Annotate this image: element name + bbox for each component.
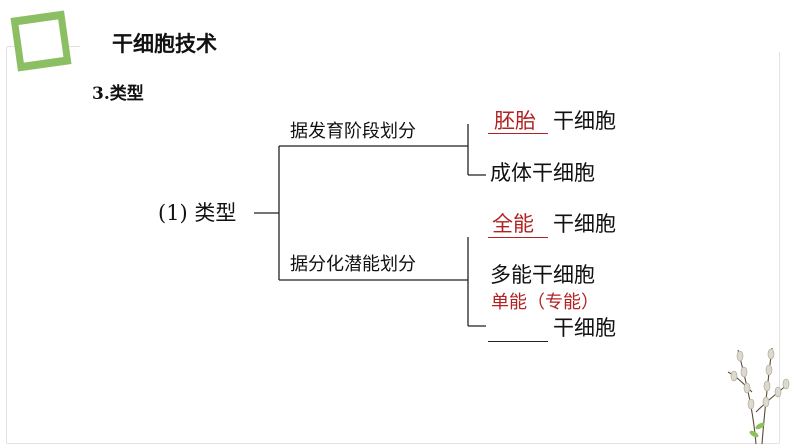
page-title: 干细胞技术 bbox=[112, 32, 217, 56]
totipotent-answer: 全能 bbox=[492, 212, 534, 236]
branch-development-stage-label: 据发育阶段划分 bbox=[290, 121, 416, 142]
unipotent-answer: 单能（专能） bbox=[491, 292, 599, 313]
content-frame bbox=[6, 46, 780, 444]
leaf-unipotent-suffix: 干细胞 bbox=[553, 316, 616, 340]
section-heading: 3.类型 bbox=[92, 84, 144, 104]
leaf-adult-stem-cell: 成体干细胞 bbox=[490, 161, 595, 185]
embryonic-answer: 胚胎 bbox=[494, 109, 536, 133]
leaf-embryonic-suffix: 干细胞 bbox=[553, 109, 616, 133]
pussy-willow-branch-icon bbox=[727, 347, 790, 444]
embryonic-answer-underline bbox=[488, 133, 548, 134]
totipotent-answer-underline bbox=[488, 237, 548, 238]
header-strip bbox=[80, 38, 792, 52]
unipotent-answer-blank bbox=[488, 341, 548, 342]
leaf-pluripotent-stem-cell: 多能干细胞 bbox=[490, 263, 595, 287]
tree-root-label: (1) 类型 bbox=[158, 201, 237, 225]
branch-differentiation-potential-label: 据分化潜能划分 bbox=[290, 254, 416, 275]
leaf-totipotent-suffix: 干细胞 bbox=[553, 212, 616, 236]
